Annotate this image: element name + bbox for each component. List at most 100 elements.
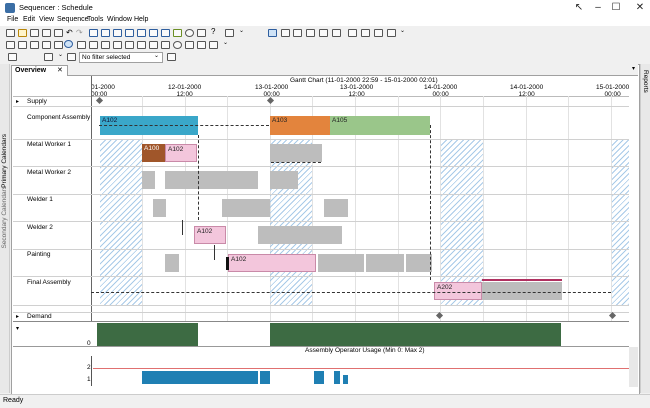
- report-view-icon[interactable]: [149, 29, 158, 37]
- redo-icon[interactable]: ↷: [76, 28, 83, 37]
- goto-icon[interactable]: [54, 41, 63, 49]
- expand-icon[interactable]: ▸: [16, 99, 20, 105]
- order-view-icon[interactable]: [137, 29, 146, 37]
- cancel-icon[interactable]: [54, 29, 63, 37]
- sequence-tool-icon[interactable]: [281, 29, 290, 37]
- tab-overview[interactable]: Overview ✕: [11, 65, 68, 76]
- menu-file[interactable]: File: [7, 16, 19, 23]
- settings-view-icon[interactable]: [173, 29, 182, 37]
- filter-edit-icon[interactable]: [44, 53, 53, 61]
- prev-icon[interactable]: [18, 41, 27, 49]
- zoom-out-icon[interactable]: [101, 41, 110, 49]
- task-bar-a202[interactable]: A202: [434, 282, 482, 300]
- task-bar-a103[interactable]: A103: [270, 116, 330, 135]
- task-bar-ghost[interactable]: [142, 171, 155, 189]
- task-label: A103: [272, 117, 288, 124]
- menu-edit[interactable]: Edit: [23, 16, 36, 23]
- filter-clear-icon[interactable]: [167, 53, 176, 61]
- zoom-in-icon[interactable]: [89, 41, 98, 49]
- reschedule-icon[interactable]: [374, 29, 383, 37]
- target-icon[interactable]: [173, 41, 182, 49]
- resource-view-icon[interactable]: [113, 29, 122, 37]
- task-bar-a102-mw1[interactable]: A102: [165, 144, 197, 162]
- task-bar-ghost[interactable]: [165, 171, 258, 189]
- task-bar-ghost[interactable]: [270, 144, 322, 162]
- primary-calendars-tab[interactable]: Primary Calendars: [1, 134, 8, 188]
- tab-close-icon[interactable]: ✕: [57, 67, 63, 74]
- secondary-calendars-tab[interactable]: Secondary Calendars: [1, 186, 8, 249]
- link-icon[interactable]: [225, 29, 234, 37]
- row-label-welder-1: Welder 1: [27, 196, 53, 203]
- collapse-icon[interactable]: ▾: [16, 326, 20, 332]
- expand-icon[interactable]: ▸: [16, 314, 20, 320]
- task-bar-ghost[interactable]: [165, 254, 179, 272]
- filter-apply-icon[interactable]: [67, 53, 76, 61]
- overflow-icon-2[interactable]: ⌄: [400, 28, 406, 34]
- chart-view-icon[interactable]: [161, 29, 170, 37]
- schedule-forward-icon[interactable]: [348, 29, 357, 37]
- move-tool-icon[interactable]: [306, 29, 315, 37]
- week-view-icon[interactable]: [125, 41, 134, 49]
- task-bar-ghost[interactable]: [222, 199, 270, 217]
- lock-icon[interactable]: [185, 41, 194, 49]
- sort-icon[interactable]: [161, 41, 170, 49]
- day-view-icon[interactable]: [113, 41, 122, 49]
- task-bar-ghost[interactable]: [318, 254, 364, 272]
- last-icon[interactable]: [42, 41, 51, 49]
- list-icon[interactable]: [197, 29, 206, 37]
- task-bar-ghost[interactable]: [324, 199, 348, 217]
- menu-window[interactable]: Window: [107, 16, 132, 23]
- open-icon[interactable]: [18, 29, 27, 37]
- task-bar-ghost[interactable]: [482, 282, 562, 300]
- minimize-button[interactable]: –: [595, 2, 601, 13]
- histogram-scrollbar[interactable]: [629, 347, 638, 387]
- merge-tool-icon[interactable]: [332, 29, 341, 37]
- calendar-view-icon[interactable]: [125, 29, 134, 37]
- filter-icon[interactable]: [149, 41, 158, 49]
- overflow-icon[interactable]: ⌄: [239, 28, 245, 34]
- gantt-vertical-scrollbar[interactable]: [629, 96, 638, 321]
- align-tool-icon[interactable]: [293, 29, 302, 37]
- unlock-icon[interactable]: [197, 41, 206, 49]
- new-icon[interactable]: [6, 29, 15, 37]
- filter-select[interactable]: No filter selected: [79, 52, 163, 63]
- menu-sequence[interactable]: Sequence: [57, 16, 89, 23]
- undo-icon[interactable]: ↶: [66, 28, 73, 37]
- menu-tools[interactable]: Tools: [87, 16, 104, 23]
- menu-view[interactable]: View: [39, 16, 55, 23]
- zoom-fit-icon[interactable]: [77, 41, 86, 49]
- split-tool-icon[interactable]: [319, 29, 328, 37]
- export-icon[interactable]: [209, 41, 218, 49]
- table-view-icon[interactable]: [101, 29, 110, 37]
- task-bar-ghost[interactable]: [270, 171, 298, 189]
- menu-help[interactable]: Help: [134, 16, 149, 23]
- month-view-icon[interactable]: [137, 41, 146, 49]
- task-bar-a102-w2[interactable]: A102: [194, 226, 226, 244]
- first-icon[interactable]: [6, 41, 15, 49]
- optimize-icon[interactable]: [387, 29, 396, 37]
- filter-funnel-icon[interactable]: [8, 53, 17, 61]
- print-icon[interactable]: [42, 29, 51, 37]
- refresh-icon[interactable]: [185, 29, 194, 37]
- task-bar-a100[interactable]: A100: [142, 144, 165, 162]
- filter-select-arrow-icon[interactable]: ⌄: [154, 53, 160, 59]
- next-icon[interactable]: [30, 41, 39, 49]
- gantt-view-icon[interactable]: [89, 29, 98, 37]
- save-icon[interactable]: [30, 29, 39, 37]
- task-bar-ghost[interactable]: [153, 199, 166, 217]
- tab-list-arrow-icon[interactable]: ▾: [632, 66, 636, 72]
- close-button[interactable]: ✕: [635, 2, 645, 13]
- overflow-icon-3[interactable]: ⌄: [223, 40, 229, 46]
- task-bar-a102-paint[interactable]: A102: [228, 254, 316, 272]
- reports-tab[interactable]: Reports: [642, 70, 649, 93]
- task-bar-ghost[interactable]: [406, 254, 432, 272]
- task-bar-ghost[interactable]: [366, 254, 404, 272]
- task-bar-a105[interactable]: A105: [330, 116, 430, 135]
- zoom-icon[interactable]: [64, 40, 73, 48]
- task-bar-ghost[interactable]: [258, 226, 342, 244]
- text-tool-icon[interactable]: [268, 29, 277, 37]
- help-icon[interactable]: ?: [211, 27, 216, 36]
- maximize-button[interactable]: ☐: [611, 2, 621, 13]
- filter-dropdown-arrow-icon[interactable]: ⌄: [58, 52, 64, 58]
- schedule-backward-icon[interactable]: [361, 29, 370, 37]
